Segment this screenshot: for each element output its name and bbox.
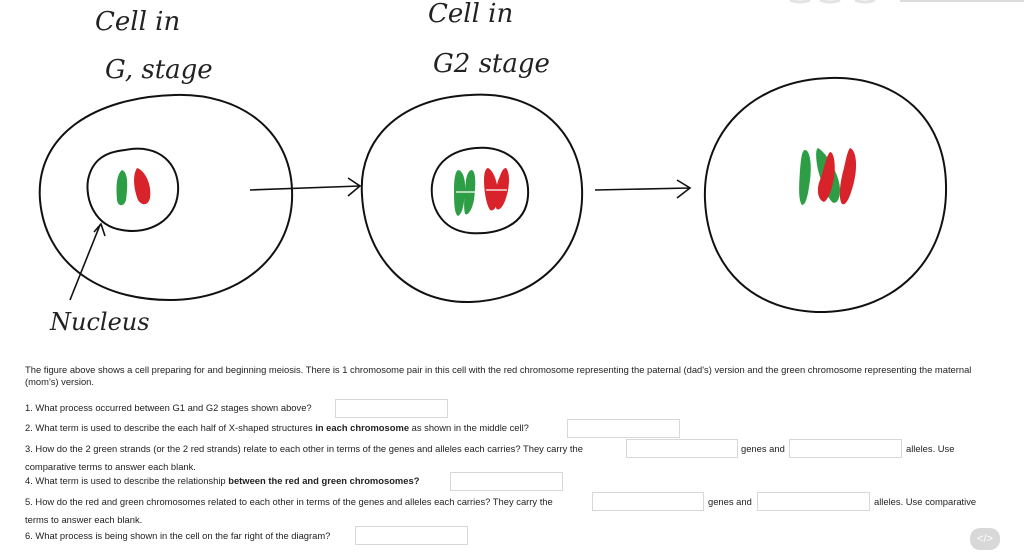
label-g1-line1: Cell in (95, 7, 180, 37)
answer-2-input[interactable] (567, 419, 680, 438)
question-3: 3. How do the 2 green strands (or the 2 … (25, 443, 583, 455)
meiosis-diagram: Cell in G, stage Cell in G2 stage Nucleu… (0, 0, 1024, 350)
arrow-g1-to-g2 (250, 178, 360, 196)
answer-4-input[interactable] (450, 472, 563, 491)
label-g1-line2: G, stage (105, 55, 213, 85)
code-brackets-icon[interactable]: </> (970, 528, 1000, 550)
question-3-mid: genes and (741, 443, 785, 455)
question-2-text: 2. What term is used to describe the eac… (25, 422, 315, 433)
answer-6-input[interactable] (355, 526, 468, 545)
g2-nucleus-membrane (432, 148, 528, 234)
meiosis-red-chromatid-b (840, 148, 856, 204)
question-3-line2: comparative terms to answer each blank. (25, 461, 196, 473)
answer-1-input[interactable] (335, 399, 448, 418)
question-2-bold: in each chromosome (315, 422, 409, 433)
label-nucleus: Nucleus (49, 308, 150, 336)
g2-red-chromatid-b (495, 168, 509, 210)
g1-green-chromosome (117, 170, 128, 205)
question-4-text: 4. What term is used to describe the rel… (25, 475, 228, 486)
answer-5b-input[interactable] (757, 492, 870, 511)
question-3-post: alleles. Use (906, 443, 954, 455)
question-4: 4. What term is used to describe the rel… (25, 475, 419, 487)
question-1-text: 1. What process occurred between G1 and … (25, 402, 312, 413)
top-bar (900, 0, 1024, 2)
question-5: 5. How do the red and green chromosomes … (25, 496, 553, 508)
answer-5a-input[interactable] (592, 492, 704, 511)
g2-green-chromatid-a (454, 170, 465, 216)
cell-g1-membrane (40, 95, 292, 300)
top-decoration (790, 0, 875, 2)
label-g2-line1: Cell in (428, 0, 513, 29)
nucleus-pointer (70, 225, 100, 300)
label-g2-line2: G2 stage (433, 49, 550, 79)
answer-3b-input[interactable] (789, 439, 902, 458)
question-4-bold: between the red and green chromosomes? (228, 475, 419, 486)
meiosis-green-chromatid-a (799, 150, 811, 205)
g2-chromosomes (454, 168, 509, 216)
question-5-mid: genes and (708, 496, 752, 508)
question-5-post: alleles. Use comparative (874, 496, 976, 508)
question-2-text-end: as shown in the middle cell? (409, 422, 529, 433)
answer-3a-input[interactable] (626, 439, 738, 458)
arrow-g2-to-meiosis (595, 180, 690, 198)
question-6-text: 6. What process is being shown in the ce… (25, 530, 330, 541)
nucleus-membrane (87, 149, 178, 231)
question-6: 6. What process is being shown in the ce… (25, 530, 330, 542)
question-3-text: 3. How do the 2 green strands (or the 2 … (25, 443, 583, 454)
question-5-text: 5. How do the red and green chromosomes … (25, 496, 553, 507)
g1-red-chromosome (134, 168, 150, 204)
question-2: 2. What term is used to describe the eac… (25, 422, 529, 434)
g1-chromosomes (117, 168, 151, 205)
intro-paragraph: The figure above shows a cell preparing … (25, 364, 1000, 388)
question-1: 1. What process occurred between G1 and … (25, 402, 312, 414)
question-5-line2: terms to answer each blank. (25, 514, 142, 526)
crossing-over-chromosomes (799, 148, 856, 205)
